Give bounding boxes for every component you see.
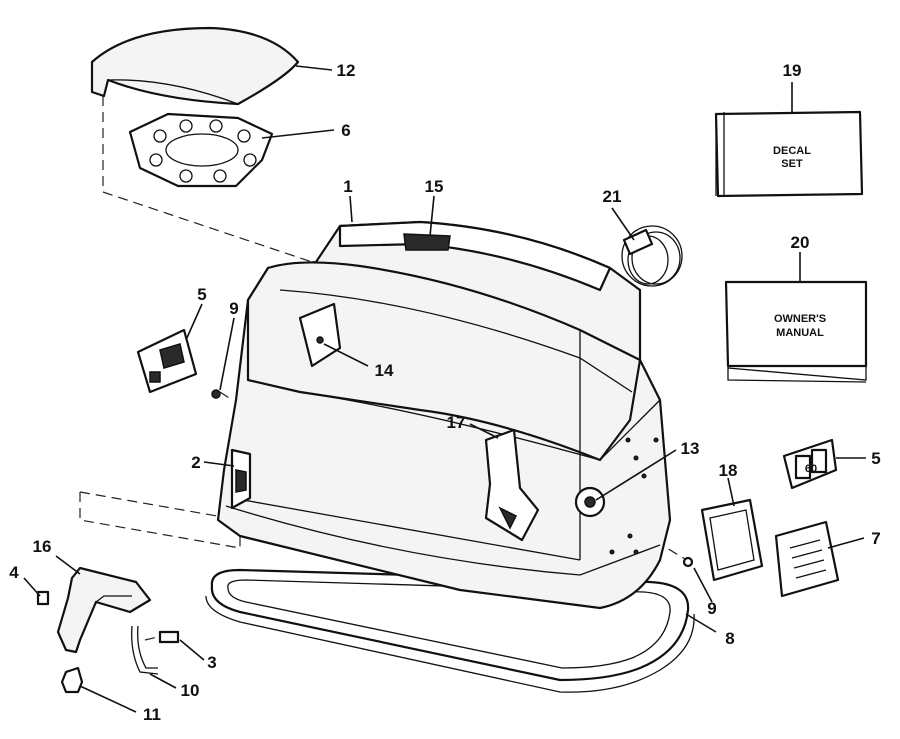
part-5-latch-plate-left — [136, 328, 198, 394]
part-12-top-cover — [90, 26, 300, 106]
callout-9-left: 9 — [229, 299, 238, 318]
callout-17: 17 — [447, 413, 466, 432]
decal-box-line2: SET — [781, 158, 803, 170]
callout-7: 7 — [871, 529, 880, 548]
part-1-motor-cover — [216, 220, 672, 610]
part-9-screw-right — [682, 556, 694, 568]
part-16-bracket — [56, 566, 152, 654]
callout-5-left: 5 — [197, 285, 206, 304]
part-4-small-clip — [36, 590, 50, 606]
callout-19: 19 — [783, 61, 802, 80]
callout-6: 6 — [341, 121, 350, 140]
callout-9-right: 9 — [707, 599, 716, 618]
callout-18: 18 — [719, 461, 738, 480]
part-18-nameplate — [700, 498, 764, 582]
callout-10: 10 — [181, 681, 200, 700]
callout-4: 4 — [9, 563, 19, 582]
part-7-vent-decal — [774, 520, 840, 598]
part-11-knob — [60, 666, 84, 694]
part-19-decal-set-box: DECAL SET — [714, 110, 864, 198]
callout-16: 16 — [33, 537, 52, 556]
part-10-spring-clip — [131, 625, 159, 675]
callout-15: 15 — [425, 177, 444, 196]
part-13-grommet — [574, 486, 606, 518]
part-15-latch — [403, 233, 451, 251]
callout-14: 14 — [375, 361, 394, 380]
callout-20: 20 — [791, 233, 810, 252]
callout-21: 21 — [603, 187, 622, 206]
part-2-clip — [230, 448, 252, 510]
part-14-front-decal — [298, 302, 342, 368]
callout-8: 8 — [725, 629, 734, 648]
callout-5-right: 5 — [871, 449, 880, 468]
callout-3: 3 — [207, 653, 216, 672]
leader-lines — [23, 65, 866, 713]
part-6-gasket — [128, 112, 274, 188]
part-9-screw-left — [211, 389, 221, 399]
callout-1: 1 — [343, 177, 352, 196]
model-badge-digits: 60 — [805, 463, 817, 475]
callout-13: 13 — [681, 439, 700, 458]
manual-box-line1: OWNER'S — [774, 313, 826, 325]
part-3-bolt — [158, 630, 180, 644]
part-21-wire-coil — [621, 225, 683, 287]
part-5-model-badge: 60 — [782, 438, 838, 490]
callout-labels: 1 2 3 4 5 5 6 7 8 9 9 10 11 12 13 14 15 … — [9, 61, 880, 724]
part-17-side-handle — [484, 428, 540, 542]
callout-11: 11 — [143, 705, 161, 724]
decal-box-line1: DECAL — [773, 145, 811, 157]
callout-12: 12 — [337, 61, 356, 80]
callout-2: 2 — [191, 453, 200, 472]
manual-box-line2: MANUAL — [776, 327, 824, 339]
part-20-owners-manual-box: OWNER'S MANUAL — [724, 280, 868, 383]
